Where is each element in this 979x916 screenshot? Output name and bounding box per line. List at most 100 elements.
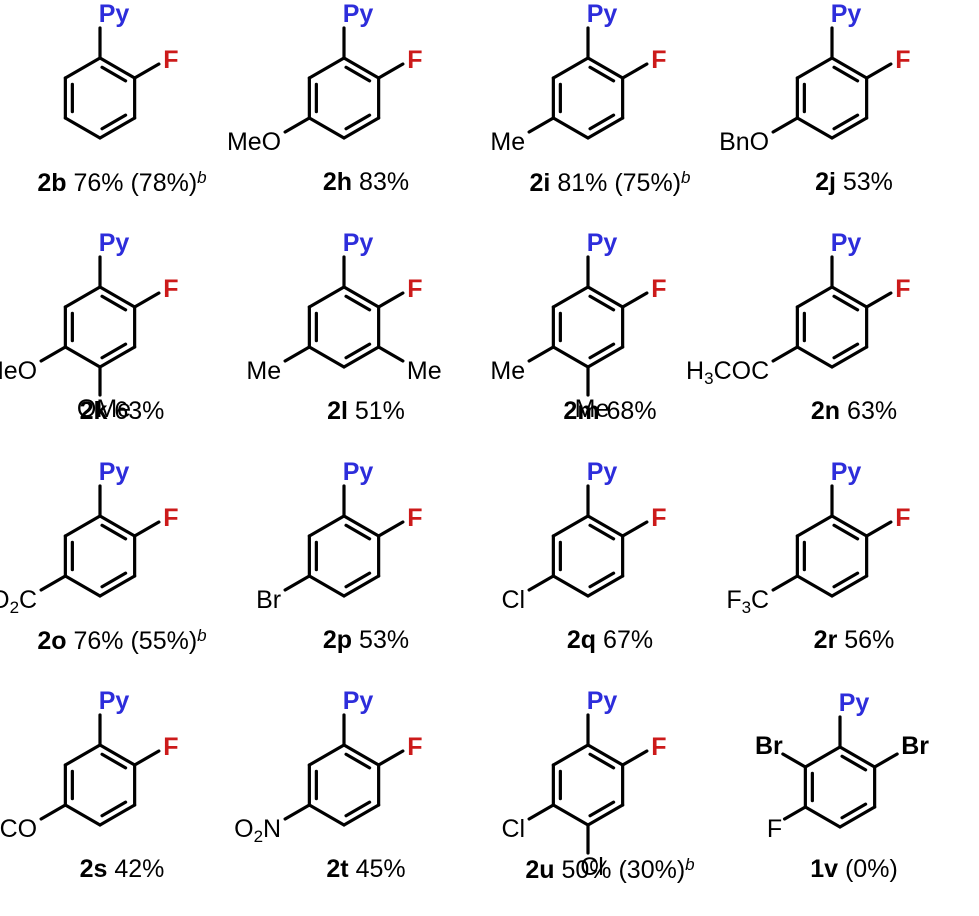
fluorine-label: F <box>163 504 178 532</box>
py-label: Py <box>831 229 862 257</box>
double-bond <box>344 113 372 131</box>
substituent-label: MeO2C <box>0 586 37 617</box>
substituent-label: BnO <box>719 128 769 156</box>
fluorine-label: F <box>651 46 666 74</box>
substituent-bond <box>39 574 67 592</box>
yield-caption: 2s 42% <box>0 855 244 884</box>
compound-id: 2u <box>525 856 555 884</box>
substituent-bond <box>283 574 311 592</box>
ring-bond <box>63 803 102 827</box>
ring-bond <box>98 56 137 80</box>
substituent-bond <box>377 345 405 363</box>
double-bond <box>840 802 868 820</box>
ring-bond <box>63 743 102 767</box>
yield-caption: 2r 56% <box>732 626 976 655</box>
substituent-label: Br <box>256 586 281 614</box>
substituent-label: F3C <box>726 586 769 617</box>
bromine-label: Br <box>755 732 783 760</box>
double-bond <box>344 65 372 83</box>
compound-2s: PyFF3CO2s 42% <box>0 687 244 916</box>
fluorine-label: F <box>895 504 910 532</box>
alt-yield-value: (78%) <box>130 169 198 197</box>
double-bond <box>344 752 372 770</box>
yield-caption: 1v (0%) <box>732 855 976 884</box>
f-bond <box>621 291 649 309</box>
ring-bond <box>795 574 834 598</box>
ring-bond <box>586 285 625 309</box>
ring-bond <box>98 803 137 827</box>
ring-bond <box>830 56 869 80</box>
ring-bond <box>98 116 137 140</box>
py-label: Py <box>831 0 862 28</box>
fluorine-label: F <box>163 275 178 303</box>
compound-id: 2j <box>815 168 836 196</box>
ring-bond <box>342 345 381 369</box>
f-bond <box>782 805 807 821</box>
ring-bond <box>63 285 102 309</box>
br-bond <box>781 752 807 769</box>
double-bond <box>588 342 616 360</box>
double-bond <box>344 800 372 818</box>
yield-value: 42% <box>114 855 165 883</box>
compound-id: 2i <box>529 169 551 197</box>
ring-bond <box>586 743 625 767</box>
substituent-bond <box>527 803 555 821</box>
ring-bond <box>307 116 346 140</box>
substituent-label: Me <box>246 357 281 385</box>
py-label: Py <box>343 229 374 257</box>
ring-bond <box>551 574 590 598</box>
double-bond <box>100 342 128 360</box>
py-label: Py <box>587 687 618 715</box>
ring-bond <box>307 574 346 598</box>
compound-id: 2h <box>322 168 353 196</box>
py-label: Py <box>587 458 618 486</box>
f-bond <box>133 749 161 767</box>
fluorine-label: F <box>163 46 178 74</box>
ring-bond <box>830 345 869 369</box>
ring-bond <box>342 803 381 827</box>
substituent-bond <box>527 116 555 134</box>
fluorine-label: F <box>407 46 422 74</box>
ring-bond <box>342 285 381 309</box>
substituent-label: Me <box>490 357 525 385</box>
ring-bond <box>551 743 590 767</box>
yield-value: 76% <box>73 627 124 655</box>
substituent-bond <box>39 345 67 363</box>
ring-bond <box>830 574 869 598</box>
ring-bond <box>803 805 842 829</box>
yield-caption: 2h 83% <box>244 168 488 197</box>
compound-id: 2n <box>810 397 841 425</box>
f-bond <box>377 291 405 309</box>
alt-yield-value: (75%) <box>614 169 682 197</box>
yield-value: 56% <box>844 626 895 654</box>
f-bond <box>133 520 161 538</box>
yield-value: 45% <box>355 855 406 883</box>
yield-caption: 2q 67% <box>488 626 732 655</box>
fluorine-label: F <box>407 733 422 761</box>
ring-bond <box>586 514 625 538</box>
ring-bond <box>342 56 381 80</box>
f-bond <box>865 520 893 538</box>
substituent-bond <box>39 803 67 821</box>
substituent-bond <box>771 116 799 134</box>
yield-caption: 2b 76% (78%)b <box>0 168 244 198</box>
double-bond <box>100 800 128 818</box>
double-bond <box>100 523 128 541</box>
compound-id: 2s <box>79 855 108 883</box>
double-bond <box>588 113 616 131</box>
substituent-label: MeO <box>227 128 281 156</box>
double-bond <box>588 571 616 589</box>
footnote-marker: b <box>197 168 207 187</box>
footnote-marker: b <box>681 168 691 187</box>
ring-bond <box>63 56 102 80</box>
ring-bond <box>98 514 137 538</box>
